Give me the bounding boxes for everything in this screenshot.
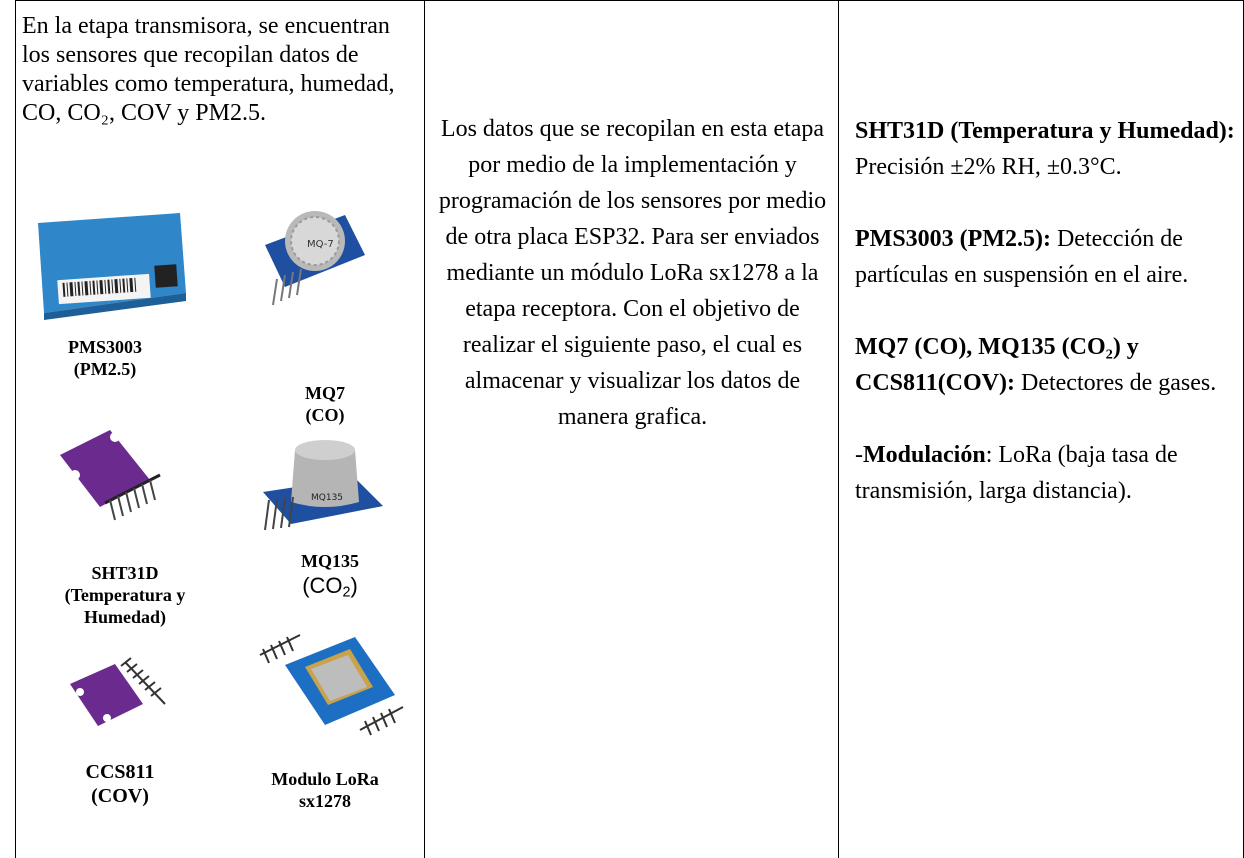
mq135-variable-prefix: (CO bbox=[302, 573, 343, 598]
spec-item-title: Modulación bbox=[863, 442, 986, 468]
mq7-name: MQ7 bbox=[305, 383, 345, 403]
table-divider-2 bbox=[838, 0, 839, 858]
column1-intro: En la etapa transmisora, se encuentran l… bbox=[22, 13, 395, 126]
sht31d-sensor-image bbox=[60, 430, 161, 521]
spec-item-text: Precisión ±2% RH, ±0.3°C. bbox=[855, 154, 1122, 180]
ccs811-sensor-image bbox=[70, 657, 166, 726]
table-border-top bbox=[15, 0, 1244, 1]
mq135-variable-suffix: ) bbox=[350, 573, 358, 598]
pms3003-sensor-image bbox=[38, 213, 186, 320]
pms3003-name: PMS3003 bbox=[68, 337, 142, 357]
ccs811-variable: (COV) bbox=[91, 785, 149, 807]
sht31d-variable-line2: Humedad) bbox=[83, 607, 166, 627]
table-border-left bbox=[15, 0, 16, 858]
spec-item-prefix: - bbox=[855, 442, 863, 468]
mq7-variable: (CO) bbox=[305, 405, 345, 425]
spec-item-text: : LoRa (baja tasa de transmisión, larga … bbox=[855, 442, 1178, 504]
mq135-variable-subscript: 2 bbox=[342, 584, 351, 601]
spec-item-title: SHT31D (Temperatura y Humedad): bbox=[855, 118, 1235, 144]
spec-item-sht31d: SHT31D (Temperatura y Humedad): Precisió… bbox=[855, 113, 1235, 185]
ccs811-name: CCS811 bbox=[85, 761, 155, 783]
lora-model: sx1278 bbox=[298, 791, 351, 811]
column3-specs: SHT31D (Temperatura y Humedad): Precisió… bbox=[855, 113, 1235, 545]
mq135-image-label: MQ135 bbox=[311, 493, 343, 503]
mq135-name: MQ135 bbox=[301, 551, 359, 571]
mq7-caption: MQ7 (CO) bbox=[285, 382, 365, 426]
spec-item-text: Detectores de gases. bbox=[1015, 370, 1217, 396]
spec-item-title: PMS3003 (PM2.5): bbox=[855, 226, 1051, 252]
spec-item-pms3003: PMS3003 (PM2.5): Detección de partículas… bbox=[855, 221, 1235, 293]
sht31d-name: SHT31D bbox=[91, 563, 159, 583]
sht31d-variable-line1: (Temperatura y bbox=[64, 585, 186, 605]
mq135-caption: MQ135 (CO2) bbox=[280, 550, 380, 607]
lora-module-image bbox=[259, 634, 404, 736]
pms3003-caption: PMS3003 (PM2.5) bbox=[55, 336, 155, 380]
spec-item-title: MQ7 (CO), MQ135 (CO₂) y CCS811(COV): bbox=[855, 334, 1139, 396]
pms3003-variable: (PM2.5) bbox=[73, 359, 137, 379]
mq7-image-label: MQ-7 bbox=[307, 239, 334, 250]
column2-description: Los datos que se recopilan en esta etapa… bbox=[438, 116, 827, 430]
spec-item-modulation: -Modulación: LoRa (baja tasa de transmis… bbox=[855, 437, 1235, 509]
sht31d-caption: SHT31D (Temperatura y Humedad) bbox=[45, 562, 205, 628]
mq135-sensor-image: MQ135 bbox=[263, 440, 383, 531]
lora-caption: Modulo LoRa sx1278 bbox=[255, 768, 395, 812]
spec-item-gas-sensors: MQ7 (CO), MQ135 (CO₂) y CCS811(COV): Det… bbox=[855, 329, 1235, 401]
table-divider-1 bbox=[424, 0, 425, 858]
mq7-sensor-image: MQ-7 bbox=[265, 211, 365, 306]
lora-name: Modulo LoRa bbox=[271, 769, 379, 789]
ccs811-caption: CCS811 (COV) bbox=[65, 760, 175, 808]
spec-item-text: Detección de partículas en suspensión en… bbox=[855, 226, 1189, 288]
mq135-variable: (CO2) bbox=[280, 572, 380, 607]
